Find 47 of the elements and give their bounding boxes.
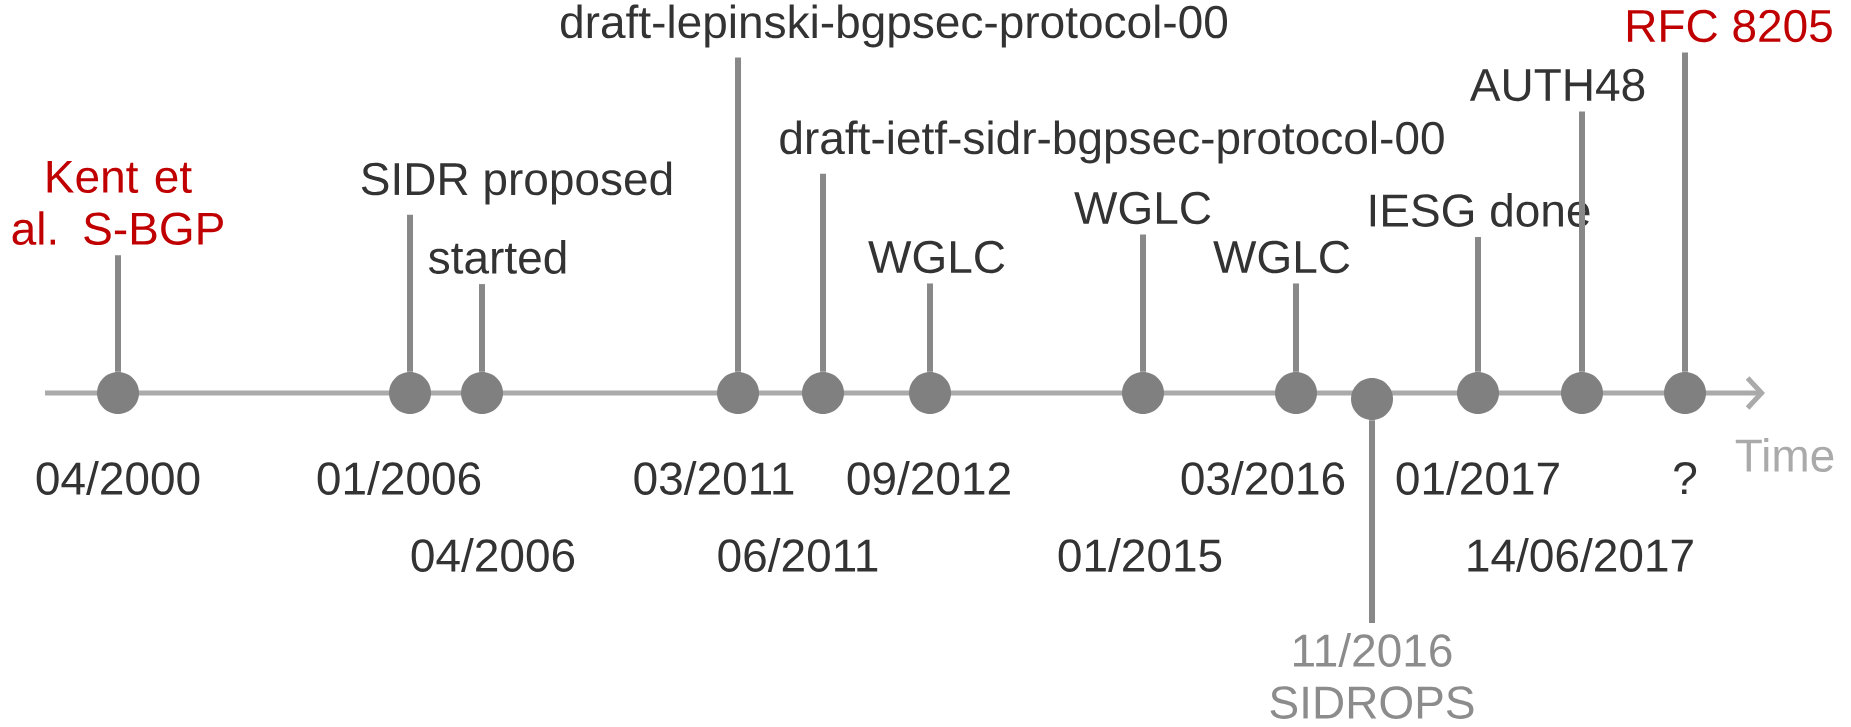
event-dot: [1351, 378, 1393, 420]
date-label: 03/2011: [634, 461, 794, 495]
stem-line: [115, 255, 121, 372]
event-dot: [909, 372, 951, 414]
stem-line: [927, 283, 933, 372]
date-label: 01/2006: [317, 461, 481, 495]
stem-line: [1682, 52, 1688, 372]
date-label: 04/2000: [36, 461, 200, 495]
event-dot: [461, 372, 503, 414]
event-label: WGLC: [1213, 240, 1350, 274]
stem-line: [1579, 111, 1585, 372]
event-label: WGLC: [868, 240, 1005, 274]
event-dot: [717, 372, 759, 414]
stem-line: [1140, 234, 1146, 372]
stem-line: [735, 57, 741, 372]
event-dot: [389, 372, 431, 414]
event-label: SIDR proposed: [361, 161, 672, 205]
date-label: 01/2015: [1058, 538, 1222, 572]
date-label: 04/2006: [411, 538, 575, 572]
event-label: started: [429, 240, 566, 274]
event-dot: [97, 372, 139, 414]
event-label: AUTH48: [1469, 68, 1645, 102]
date-label: 03/2016: [1181, 461, 1345, 495]
event-label: draft-lepinski-bgpsec-protocol-00: [561, 4, 1228, 48]
date-label: 09/2012: [847, 461, 1010, 495]
stem-line: [1369, 420, 1375, 623]
stem-line: [820, 173, 826, 372]
axis-label: Time: [1735, 438, 1834, 472]
event-dot: [1664, 372, 1706, 414]
stem-line: [479, 284, 485, 372]
date-label: 06/2011: [718, 538, 878, 572]
event-dot: [1457, 372, 1499, 414]
event-label: draft-ietf-sidr-bgpsec-protocol-00: [780, 120, 1444, 164]
stem-line: [1475, 237, 1481, 372]
date-label: 14/06/2017: [1468, 538, 1693, 572]
event-dot: [1561, 372, 1603, 414]
date-label: 01/2017: [1396, 461, 1559, 495]
event-dot: [1122, 372, 1164, 414]
event-label: Kent et al. S-BGP: [12, 160, 223, 246]
event-label: RFC 8205: [1627, 9, 1832, 43]
event-dot: [802, 372, 844, 414]
event-dot: [1275, 372, 1317, 414]
event-label: WGLC: [1074, 191, 1211, 225]
date-label: ?: [1674, 461, 1697, 495]
event-label: 11/2016 SIDROPS: [1270, 633, 1474, 719]
stem-line: [1293, 283, 1299, 372]
stem-line: [407, 214, 413, 372]
